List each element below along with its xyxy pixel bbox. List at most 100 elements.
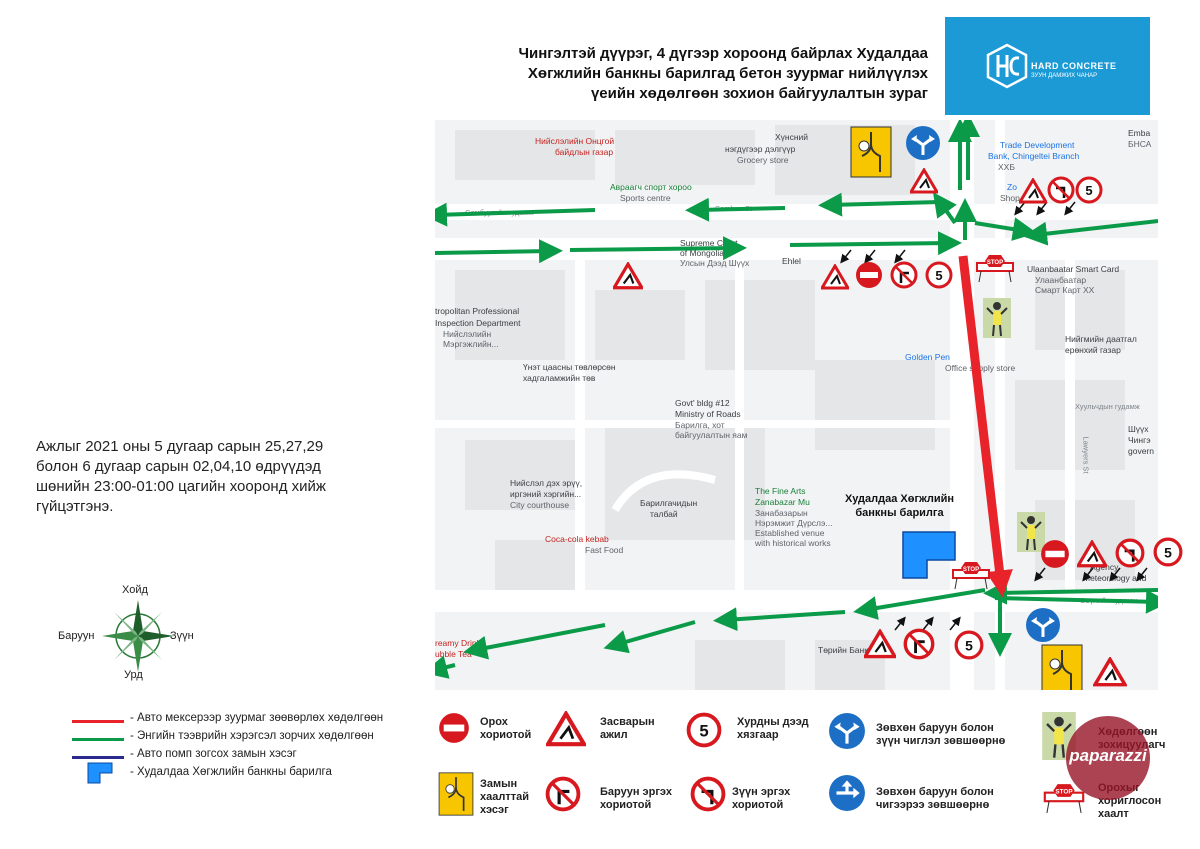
svg-text:5: 5: [965, 637, 973, 653]
notice-line-4: гүйцэтгэнэ.: [36, 498, 114, 515]
company-logo: HARD CONCRETE ЗУУН ДАМЖИХ ЧАНАР: [945, 17, 1150, 115]
map-label: reamy Drinks: [435, 638, 486, 648]
right-left-only-sign-icon: [829, 713, 865, 749]
speed-limit-sign-icon: 5: [954, 630, 984, 660]
svg-text:5: 5: [1085, 183, 1092, 198]
legend-pump-section: - Авто помп зогсох замын хэсэг: [130, 748, 297, 760]
svg-text:STOP: STOP: [963, 567, 979, 573]
traffic-controller-icon: [1017, 512, 1045, 552]
legend-green-line: [72, 738, 124, 741]
notice-line-3: шөнийн 23:00-01:00 цагийн хооронд хийж: [36, 478, 326, 495]
map-label: талбай: [650, 509, 678, 519]
map-label: Sports centre: [620, 193, 671, 203]
traffic-controller-icon: [983, 298, 1011, 338]
roadworks-sign-icon: [1093, 657, 1127, 687]
roadworks-sign-icon: [864, 629, 896, 659]
map-label: Нийслэл дэх эрүү,: [510, 478, 583, 488]
no-left-turn-sign-icon: [690, 776, 726, 812]
map-label: Авраагч спорт хороо: [610, 182, 692, 192]
map-base: [435, 120, 1158, 690]
map-label: Барилга, хот: [675, 420, 725, 430]
map-label: БНСА: [1128, 139, 1152, 149]
map-label: Ministry of Roads: [675, 409, 741, 419]
site-shape-icon: [87, 762, 113, 784]
map-label: Нийслэлийн: [443, 329, 492, 339]
map-label: City courthouse: [510, 500, 570, 510]
title-line-3: үеийн хөдөлгөөн зохион байгуулалтын зура…: [590, 85, 928, 102]
road-closed-section-sign-icon: [850, 126, 892, 178]
svg-text:5: 5: [1164, 544, 1172, 560]
map-label: хадгаламжийн төв: [523, 373, 596, 383]
notice-line-1: Ажлыг 2021 оны 5 дугаар сарын 25,27,29: [36, 438, 324, 455]
map-label: Trade Development: [1000, 140, 1075, 150]
map-label: Чингэ: [1128, 435, 1151, 445]
map-label: ерөнхий газар: [1065, 345, 1121, 355]
map-label: Смарт Карт ХХ: [1035, 285, 1095, 295]
no-entry-sign-icon: [856, 262, 882, 288]
no-right-turn-sign-icon: [890, 261, 918, 289]
speed-limit-sign-icon: 5: [1075, 176, 1103, 204]
map-label: ubble Tea: [435, 649, 472, 659]
compass-south: Урд: [124, 669, 143, 681]
map-label: Барилгачидын: [640, 498, 698, 508]
map-label: Хүнсний: [775, 132, 809, 142]
hc-logo-icon: [986, 43, 1028, 89]
speed-limit-sign-icon: 5: [686, 712, 722, 748]
traffic-map: Нийслэлийн Онцгой байдлын газар Хүнсний …: [435, 120, 1158, 690]
svg-text:STOP: STOP: [987, 260, 1003, 266]
roadworks-sign-icon: [613, 262, 643, 290]
map-label: Ulaanbaatar Smart Card: [1027, 264, 1120, 274]
map-label: The Fine Arts: [755, 486, 806, 496]
no-left-turn-sign-icon: [1115, 538, 1145, 568]
map-label: govern: [1128, 446, 1154, 456]
right-left-only-sign-icon: [906, 126, 940, 160]
watermark-text: paparazzi: [1069, 746, 1147, 765]
map-label: tropolitan Professional: [435, 306, 520, 316]
map-label: Төрийн Банк: [818, 645, 868, 655]
legend-red-line: [72, 720, 124, 723]
roadworks-sign-icon: [910, 168, 938, 194]
compass-north: Хойд: [122, 584, 148, 596]
map-label: Мэргэжлийн...: [443, 339, 499, 349]
no-entry-sign-icon: [1041, 540, 1069, 568]
map-label: нэгдүгээр дэлгүүр: [725, 144, 796, 154]
svg-text:5: 5: [935, 268, 942, 283]
title-line-2: Хөгжлийн банкны барилгад бетон зуурмаг н…: [527, 65, 928, 82]
page-title: Чингэлтэй дүүрэг, 4 дүгээр хороонд байрл…: [420, 44, 928, 104]
map-label: with historical works: [755, 538, 831, 548]
compass-rose-icon: [102, 600, 174, 672]
map-label: Shop: [1000, 193, 1020, 203]
map-label: Нийслэлийн Онцгой: [535, 136, 615, 146]
routes-overlay: [435, 120, 1158, 679]
roadworks-sign-icon: [821, 264, 849, 290]
legend-purple-line: [72, 756, 124, 759]
no-right-turn-sign-icon: [903, 628, 935, 660]
roadworks-sign-icon: [546, 711, 586, 747]
construction-site-label: Худалдаа Хөгжлийн банкны барилга: [845, 493, 954, 519]
right-straight-sign-icon: [829, 775, 865, 811]
map-label: Zo: [1007, 182, 1017, 192]
speed-limit-sign-icon: 5: [925, 261, 953, 289]
map-label: Шүүх: [1128, 424, 1149, 434]
schedule-notice: Ажлыг 2021 оны 5 дугаар сарын 25,27,29 б…: [36, 437, 396, 517]
map-label: Bank, Chingeltei Branch: [988, 151, 1080, 161]
no-entry-sign-icon: [439, 713, 469, 743]
map-label: Нийгмийн даатгал: [1065, 334, 1137, 344]
map-label: of Mongolia: [680, 248, 724, 258]
stop-barrier-icon: STOP: [976, 255, 1014, 283]
notice-line-2: болон 6 дугаар сарын 02,04,10 өдрүүдэд: [36, 458, 321, 475]
map-label: Zanabazar Mu: [755, 497, 810, 507]
map-label: Улсын Дээд Шүүх: [680, 258, 750, 268]
map-label: Үнэт цаасны төвлөрсөн: [523, 362, 616, 372]
roadworks-sign-icon: [1077, 540, 1107, 568]
svg-text:STOP: STOP: [1055, 789, 1073, 796]
map-label: Grocery store: [737, 155, 789, 165]
right-left-only-sign-icon: [1026, 608, 1060, 642]
stop-barrier-icon: STOP: [952, 562, 990, 590]
no-left-turn-sign-icon: [1047, 176, 1075, 204]
map-label: Нэрэмжит Дүрслэ...: [755, 518, 833, 528]
